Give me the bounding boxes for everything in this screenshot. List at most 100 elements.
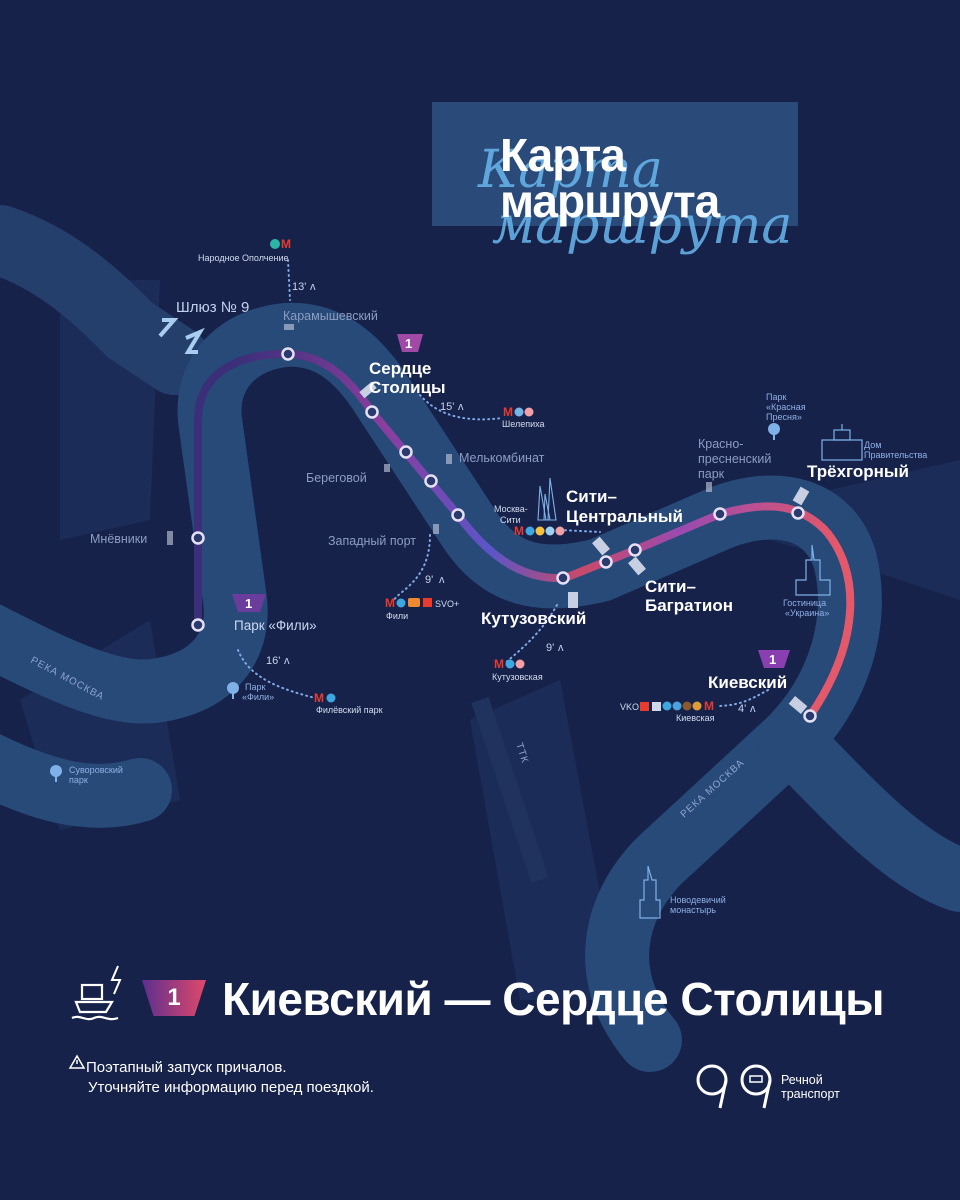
- svg-text:M: M: [494, 657, 504, 671]
- stop-mnevniki: [191, 531, 205, 545]
- ukraina-hotel-icon: [795, 544, 831, 596]
- svg-text:ᴧ: ᴧ: [439, 574, 445, 586]
- svg-text:M: M: [503, 405, 513, 419]
- mos-logo-icon: [696, 1064, 772, 1109]
- landmark-icons: [50, 423, 863, 919]
- title-line-1: Карта: [500, 129, 626, 181]
- route-badge-fili: 1: [232, 594, 266, 612]
- landmark-novodevichy-2: монастырь: [670, 905, 716, 915]
- station-kutuzovskaya: Кутузовская: [492, 672, 543, 682]
- svg-text:M: M: [514, 524, 524, 538]
- svg-text:M: M: [314, 691, 324, 705]
- svg-text:ᴧ: ᴧ: [458, 401, 464, 413]
- moscow-city-icon: [537, 477, 557, 521]
- landmark-ukraina-1: Гостиница: [783, 598, 826, 608]
- label-serdce-2: Столицы: [369, 378, 446, 397]
- stop-park-fili: [191, 618, 205, 632]
- station-filevsky: Филёвский парк: [316, 705, 383, 715]
- station-shelepikha: Шелепиха: [502, 419, 545, 429]
- metro-kievskaya: M: [640, 699, 714, 713]
- lock-icon: [158, 318, 205, 354]
- label-siti-central-2: Центральный: [566, 507, 683, 526]
- title-handwritten-1: Карта: [478, 140, 663, 200]
- label-siti-bagration-1: Сити–: [645, 577, 696, 596]
- stop-beregovoy: [399, 445, 413, 459]
- notice-line-1: Поэтапный запуск причалов.: [86, 1059, 287, 1076]
- stop-melkombinat: [424, 474, 438, 488]
- svg-text:ᴧ: ᴧ: [310, 281, 316, 293]
- stop-trekhgorny: [791, 506, 805, 520]
- label-siti-central-1: Сити–: [566, 487, 617, 506]
- metro-filevsky: M: [314, 691, 336, 705]
- route-badge-serdce: 1: [397, 334, 423, 352]
- svg-text:1: 1: [405, 336, 412, 351]
- svg-text:ᴧ: ᴧ: [750, 703, 756, 715]
- walk-kievskaya: 4': [738, 703, 746, 715]
- metro-siti: M: [514, 524, 565, 538]
- warning-icon: [68, 1054, 86, 1069]
- label-krasno-2: пресненский: [698, 452, 771, 466]
- stop-siti-bagration: [628, 543, 642, 557]
- title-line-2: маршрута: [500, 175, 720, 227]
- landmark-presnya-2: «Красная: [766, 402, 806, 412]
- stop-zapadny-port: [451, 508, 465, 522]
- landmark-dom-1: Дом: [864, 440, 881, 450]
- stop-krasnopresnensky: [713, 507, 727, 521]
- label-beregovoy: Береговой: [306, 471, 367, 485]
- notice-line-2: Уточняйте информацию перед поездкой.: [88, 1079, 374, 1096]
- stop-serdce: [365, 405, 379, 419]
- metro-markers: M M M M M M M: [270, 237, 714, 713]
- station-kievskaya: Киевская: [676, 713, 715, 723]
- stop-siti-central: [599, 555, 613, 569]
- walk-narodnoe: 13': [292, 281, 306, 293]
- title-panel: [432, 102, 798, 226]
- stop-karamyshevsky: [281, 347, 295, 361]
- route-badges: 1 1 1: [232, 334, 790, 668]
- landmark-fili-1: Парк: [245, 682, 265, 692]
- route-number-badge: 1: [142, 980, 206, 1016]
- tree-icon-presnya: [768, 423, 780, 440]
- landmark-presnya-1: Парк: [766, 392, 786, 402]
- landmark-suvorovsky-2: парк: [69, 775, 88, 785]
- stop-kutuzovsky: [556, 571, 570, 585]
- label-krasno-1: Красно-: [698, 437, 743, 451]
- label-krasno-3: парк: [698, 467, 725, 481]
- svg-text:M: M: [281, 237, 291, 251]
- label-mnevniki: Мнёвники: [90, 532, 147, 546]
- landmark-dom-2: Правительства: [864, 450, 927, 460]
- svg-text:ᴧ: ᴧ: [558, 642, 564, 654]
- label-karamyshevsky: Карамышевский: [283, 309, 378, 323]
- walk-filevsky: 16': [266, 655, 280, 667]
- brand-logo-text: Речной транспорт: [781, 1073, 840, 1101]
- notice: Поэтапный запуск причалов. Уточняйте инф…: [64, 1058, 374, 1098]
- landmark-novodevichy-1: Новодевичий: [670, 895, 726, 905]
- landmark-suvorovsky-1: Суворовский: [69, 765, 123, 775]
- metro-kutuzovskaya: M: [494, 657, 525, 671]
- vko-label: VKO: [620, 702, 639, 712]
- label-zapadny-port: Западный порт: [328, 534, 416, 548]
- route-badge-kievsky: 1: [758, 650, 790, 668]
- walk-paths: [237, 259, 769, 707]
- label-kievsky: Киевский: [708, 673, 787, 692]
- svg-text:M: M: [385, 596, 395, 610]
- tree-icon-suvorovsky: [50, 765, 62, 782]
- landmark-fili-2: «Фили»: [242, 692, 274, 702]
- novodevichy-icon: [639, 865, 661, 919]
- svg-text:1: 1: [245, 596, 252, 611]
- stop-kievsky: [803, 709, 817, 723]
- route-1-line: [194, 349, 855, 720]
- label-park-fili: Парк «Фили»: [234, 618, 317, 633]
- label-serdce-1: Сердце: [369, 359, 431, 378]
- landmark-ukraina-2: «Украина»: [785, 608, 829, 618]
- tree-icon-fili: [227, 682, 239, 699]
- route-title: Киевский — Сердце Столицы: [222, 973, 885, 1025]
- walk-fili: 9': [425, 574, 433, 586]
- metro-narodnoe: M: [270, 237, 291, 251]
- label-trekhgorny: Трёхгорный: [807, 462, 909, 481]
- station-fili: Фили: [386, 611, 408, 621]
- svo-label: SVO+: [435, 599, 459, 609]
- walk-kutuzovskaya: 9': [546, 642, 554, 654]
- landmark-presnya-3: Пресня»: [766, 412, 802, 422]
- station-narodnoe: Народное Ополчение: [198, 253, 288, 263]
